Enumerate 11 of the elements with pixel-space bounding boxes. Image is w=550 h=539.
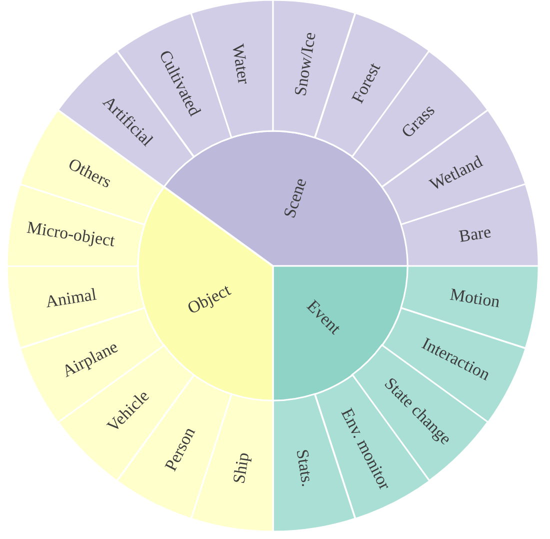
subcategory-label: Bare bbox=[458, 223, 493, 245]
category-label: Scene bbox=[280, 176, 310, 220]
category-label: Object bbox=[184, 280, 233, 317]
subcategory-label: Ship bbox=[230, 452, 252, 486]
subcategory-label: Others bbox=[66, 155, 114, 191]
subcategory-label: Snow/Ice bbox=[292, 30, 318, 97]
subcategory-label: Micro-object bbox=[25, 218, 116, 250]
subcategory-label: Stats. bbox=[294, 448, 316, 488]
subcategory-label: Motion bbox=[449, 286, 502, 310]
subcategory-label: Water bbox=[229, 42, 252, 85]
subcategory-label: Animal bbox=[44, 286, 98, 310]
